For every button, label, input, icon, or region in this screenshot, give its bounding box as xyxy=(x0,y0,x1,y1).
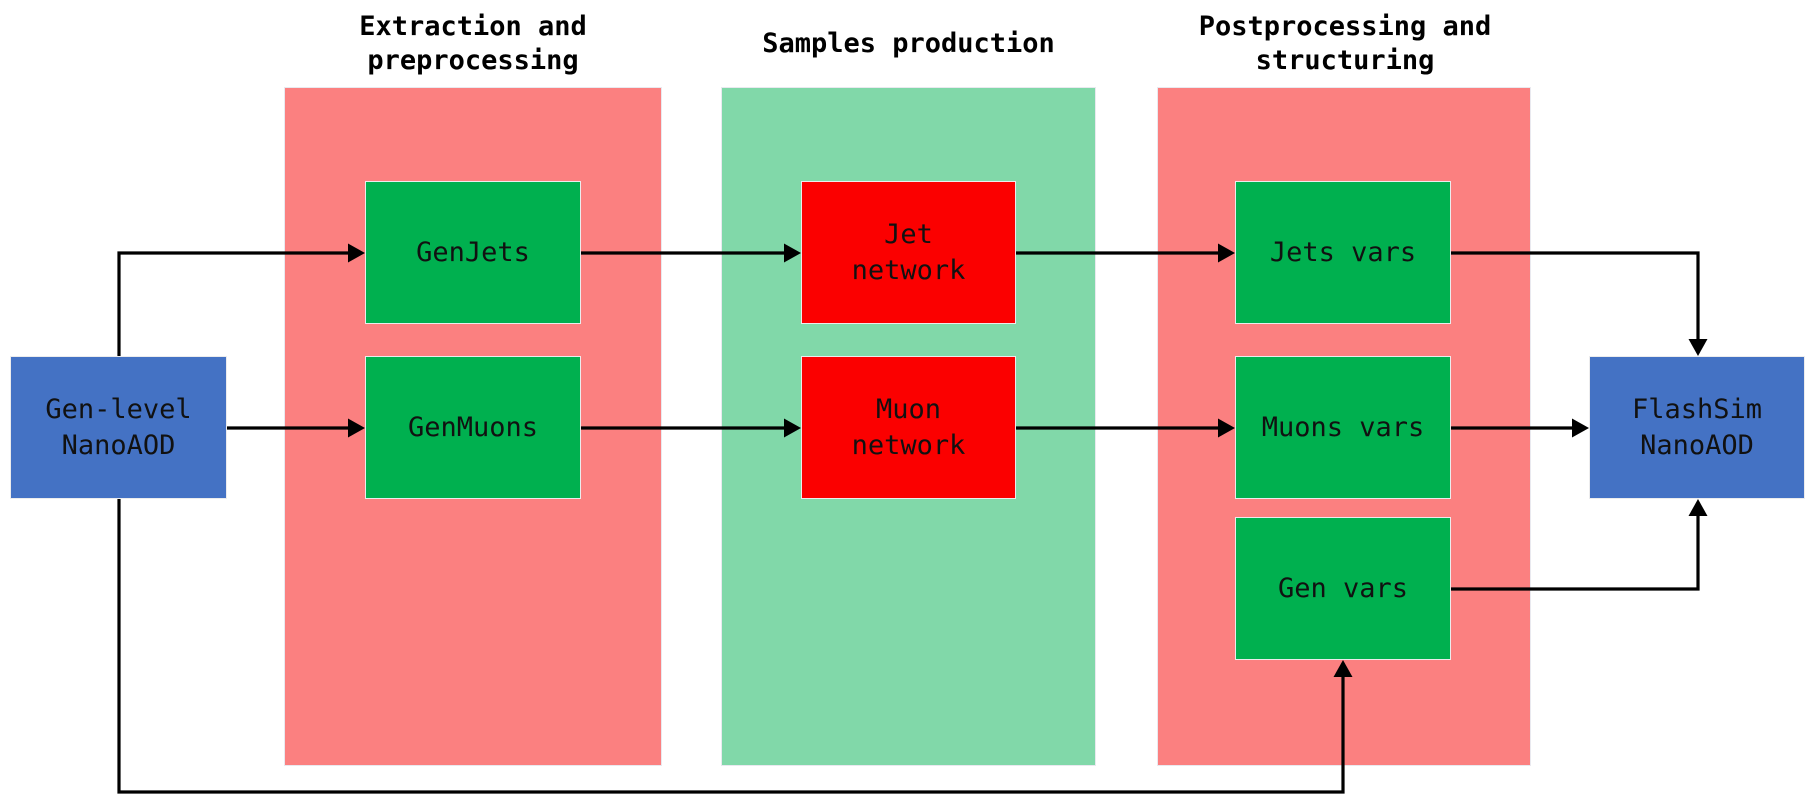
stage-title-postprocessing: Postprocessing and structuring xyxy=(1198,11,1492,76)
node-genmuons[interactable]: GenMuons xyxy=(365,356,581,499)
node-muon-network[interactable]: Muon network xyxy=(801,356,1016,499)
node-jets-vars[interactable]: Jets vars xyxy=(1235,181,1451,324)
arrowhead-muonsvars-to-flashsim xyxy=(1572,418,1589,438)
node-jet-network[interactable]: Jet network xyxy=(801,181,1016,324)
stage-title-extraction: Extraction and preprocessing xyxy=(359,11,587,76)
node-flashsim-nanoaod[interactable]: FlashSim NanoAOD xyxy=(1589,356,1805,499)
node-gen-vars[interactable]: Gen vars xyxy=(1235,517,1451,660)
node-muons-vars[interactable]: Muons vars xyxy=(1235,356,1451,499)
stage-title-samples: Samples production xyxy=(762,28,1055,59)
arrowhead-jetsvars-to-flashsim xyxy=(1688,339,1708,356)
arrowhead-genvars-to-flashsim xyxy=(1688,499,1708,516)
node-gen-level-nanoaod[interactable]: Gen-level NanoAOD xyxy=(10,356,227,499)
node-genjets[interactable]: GenJets xyxy=(365,181,581,324)
